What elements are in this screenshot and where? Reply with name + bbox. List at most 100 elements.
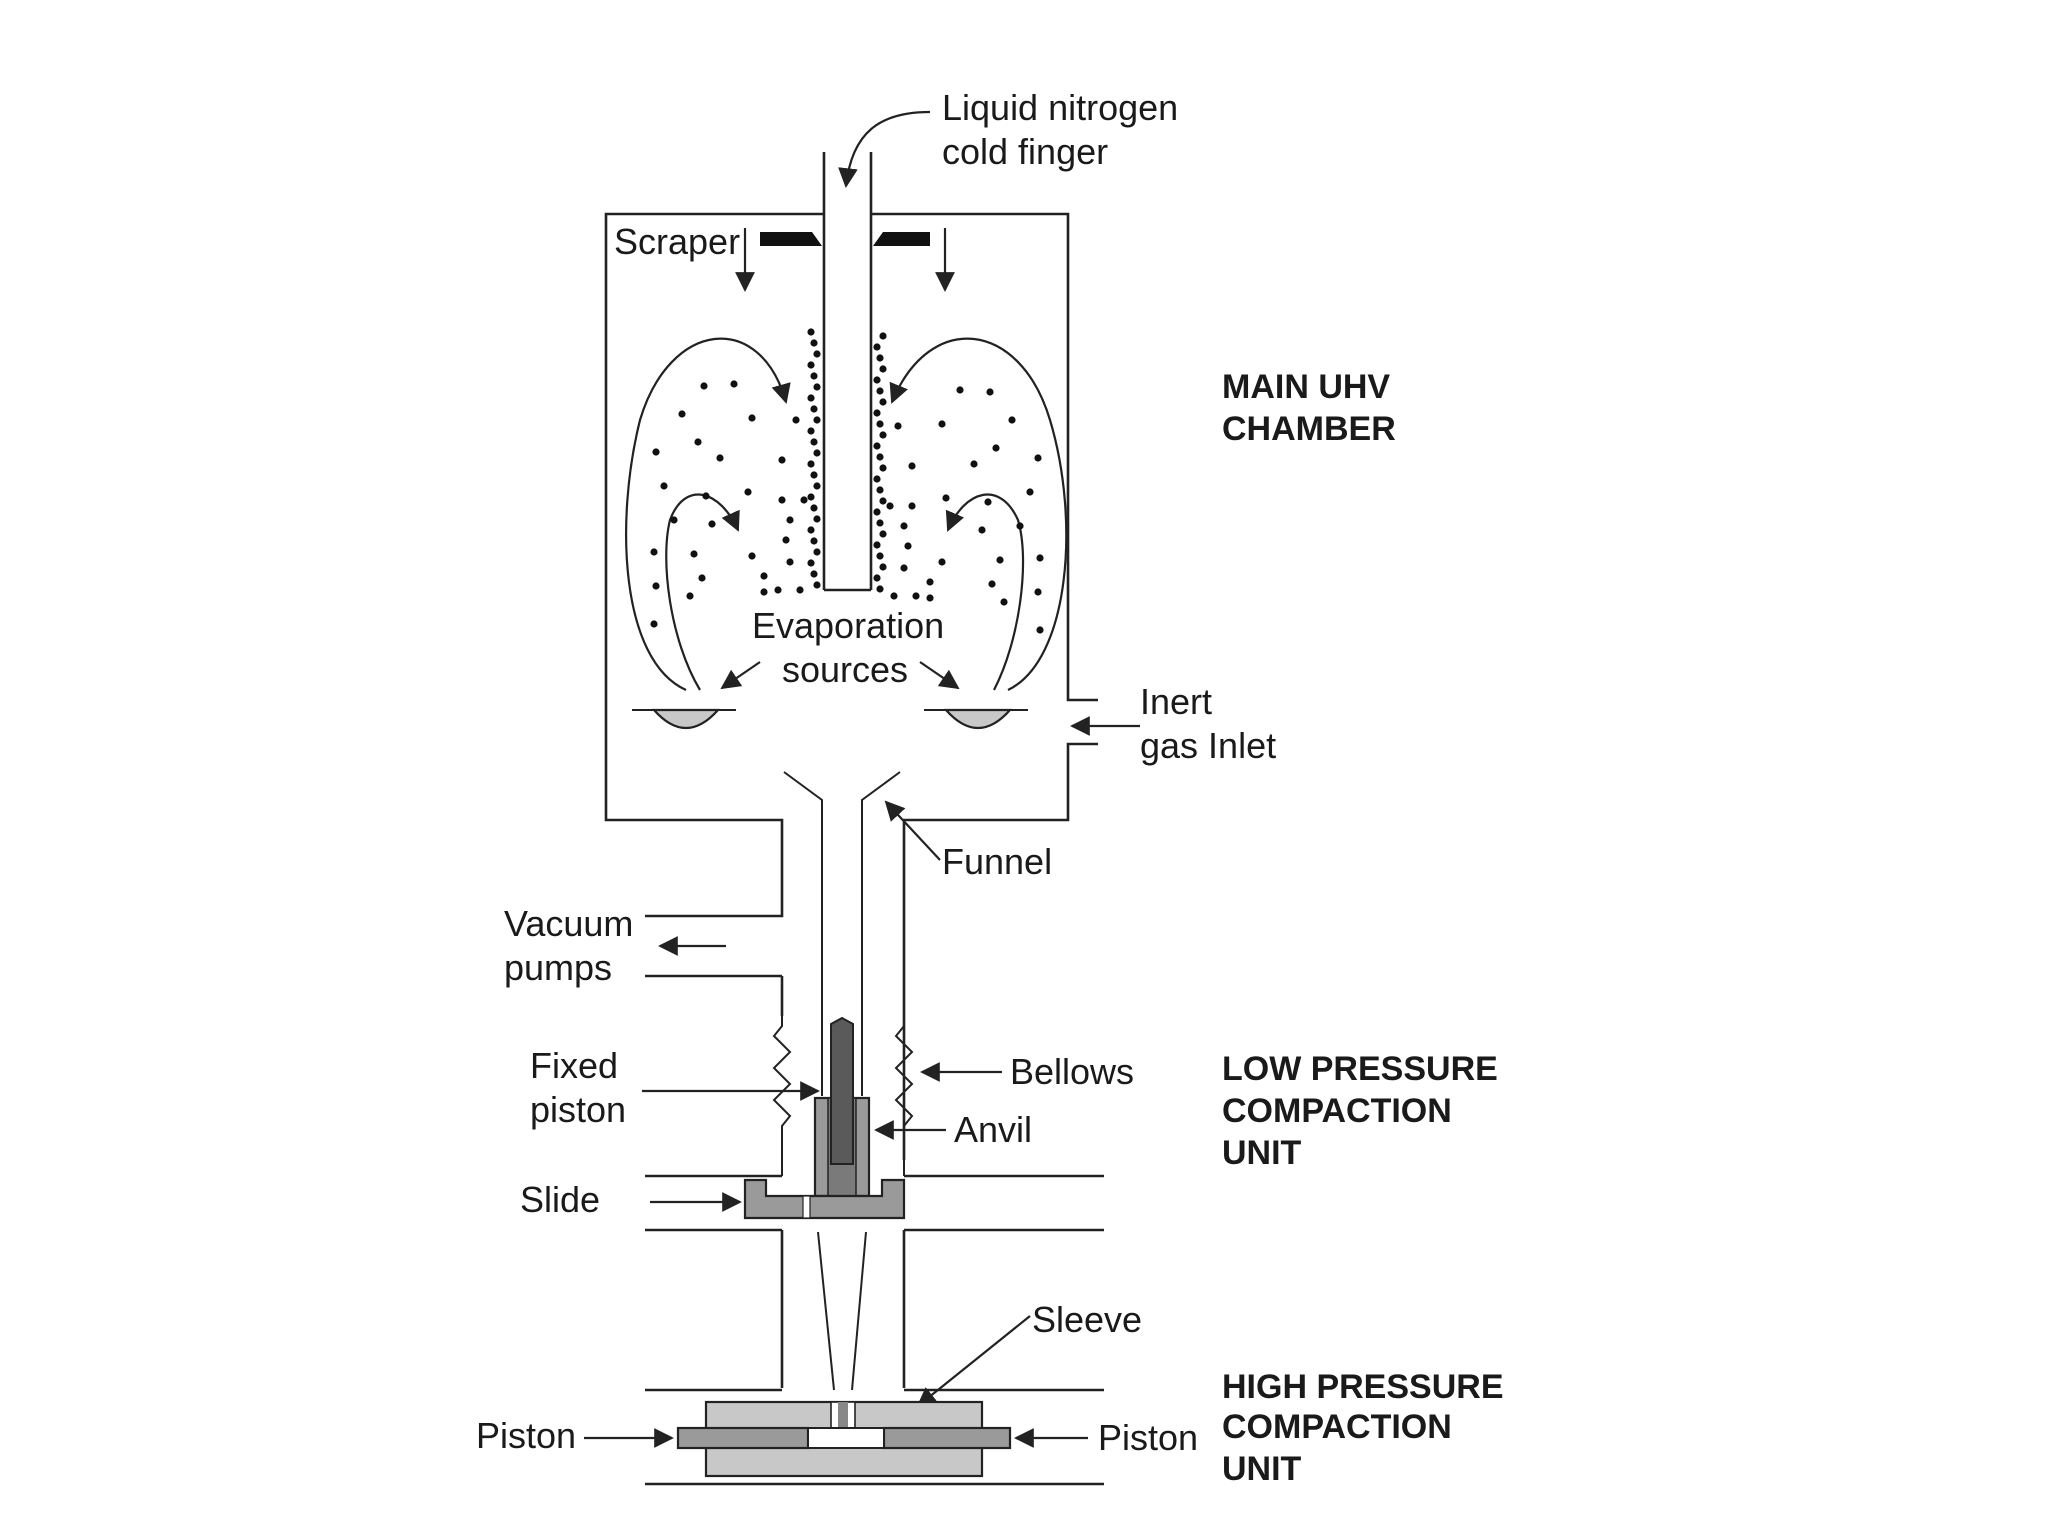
particle-dot [702, 492, 710, 500]
particle-dot [807, 394, 815, 402]
particle-dot [879, 332, 887, 340]
fixed-piston-label-line2: piston [530, 1089, 626, 1130]
particle-dot [813, 416, 821, 424]
particle-dot [876, 453, 884, 461]
particle-dot [807, 526, 815, 534]
funnel-label: Funnel [942, 841, 1052, 882]
particle-dot [873, 442, 881, 450]
particle-dot [912, 592, 920, 600]
sleeve-channel [817, 1231, 867, 1391]
fixed-piston-label-line1: Fixed [530, 1045, 618, 1086]
particle-dot [938, 558, 946, 566]
particle-dot [1036, 626, 1044, 634]
cold-finger-label-line1: Liquid nitrogen [942, 87, 1178, 128]
particle-dot [978, 526, 986, 534]
main-chamber-heading-line2: CHAMBER [1222, 410, 1396, 448]
particle-dot [879, 398, 887, 406]
particle-dot [652, 582, 660, 590]
particle-dot [992, 444, 1000, 452]
particle-dot [810, 339, 818, 347]
low-pressure-heading-line2: COMPACTION [1222, 1092, 1452, 1130]
particle-dot [807, 427, 815, 435]
particle-dot [956, 386, 964, 394]
particle-cloud [650, 328, 1044, 634]
particle-dot [1016, 522, 1024, 530]
particle-dot [670, 516, 678, 524]
piston-right [882, 1426, 1012, 1450]
particle-dot [1000, 598, 1008, 606]
particle-dot [873, 508, 881, 516]
particle-dot [879, 563, 887, 571]
particle-dot [1034, 454, 1042, 462]
particle-dot [807, 493, 815, 501]
particle-dot [700, 382, 708, 390]
low-pressure-heading-line1: LOW PRESSURE [1222, 1050, 1498, 1088]
high-pressure-heading-line3: UNIT [1222, 1450, 1302, 1488]
particle-dot [774, 586, 782, 594]
particle-dot [900, 564, 908, 572]
particle-dot [908, 502, 916, 510]
particle-dot [760, 588, 768, 596]
particle-dot [1036, 554, 1044, 562]
low-pressure-heading-line3: UNIT [1222, 1134, 1302, 1172]
particle-dot [926, 594, 934, 602]
particle-dot [813, 449, 821, 457]
particle-dot [879, 530, 887, 538]
particle-dot [988, 580, 996, 588]
evaporation-source-right [924, 708, 1028, 730]
piston-left [676, 1426, 810, 1450]
particle-dot [650, 548, 658, 556]
flow-arrows [625, 337, 1068, 692]
particle-dot [792, 416, 800, 424]
high-pressure-heading-line1: HIGH PRESSURE [1222, 1368, 1504, 1406]
particle-dot [876, 486, 884, 494]
particle-dot [708, 520, 716, 528]
particle-dot [748, 414, 756, 422]
scraper-label: Scraper [614, 221, 740, 262]
particle-dot [908, 462, 916, 470]
particle-dot [813, 482, 821, 490]
piston-left-label: Piston [476, 1415, 576, 1456]
evaporation-label-line2: sources [782, 649, 908, 690]
high-pressure-heading-line2: COMPACTION [1222, 1408, 1452, 1446]
particle-dot [886, 502, 894, 510]
particle-dot [800, 496, 808, 504]
cold-finger [822, 152, 873, 592]
slide-label: Slide [520, 1179, 600, 1220]
particle-dot [810, 570, 818, 578]
particle-dot [807, 460, 815, 468]
particle-dot [813, 581, 821, 589]
inert-gas-label-line1: Inert [1140, 681, 1212, 722]
particle-dot [879, 365, 887, 373]
particle-dot [807, 328, 815, 336]
fixed-piston [830, 1016, 854, 1165]
particle-dot [938, 420, 946, 428]
scraper [735, 228, 955, 292]
particle-dot [813, 515, 821, 523]
evaporation-source-left [632, 708, 736, 730]
particle-dot [810, 405, 818, 413]
particle-dot [778, 496, 786, 504]
particle-dot [904, 542, 912, 550]
particle-dot [782, 536, 790, 544]
evaporation-label-line1: Evaporation [752, 605, 944, 646]
particle-dot [744, 488, 752, 496]
particle-dot [650, 620, 658, 628]
particle-dot [873, 409, 881, 417]
particle-dot [807, 559, 815, 567]
particle-dot [984, 498, 992, 506]
particle-dot [660, 482, 668, 490]
particle-dot [1008, 416, 1016, 424]
sleeve-label: Sleeve [1032, 1299, 1142, 1340]
funnel [783, 771, 901, 1096]
particle-dot [810, 438, 818, 446]
particle-dot [810, 471, 818, 479]
anvil-label: Anvil [954, 1109, 1032, 1150]
particle-dot [996, 556, 1004, 564]
particle-dot [942, 494, 950, 502]
particle-dot [879, 464, 887, 472]
particle-dot [873, 475, 881, 483]
main-chamber [604, 212, 1098, 1160]
particle-dot [694, 438, 702, 446]
bellows-label: Bellows [1010, 1051, 1134, 1092]
